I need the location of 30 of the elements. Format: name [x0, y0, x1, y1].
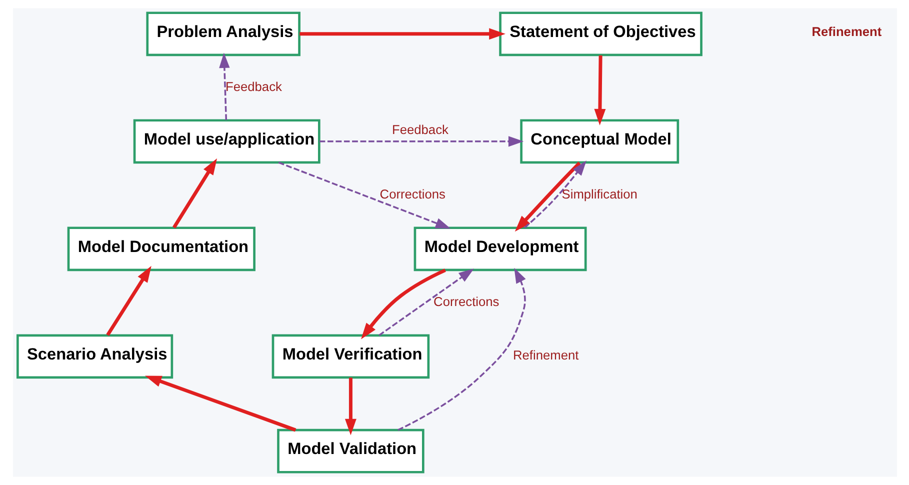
- arrow: [318, 136, 524, 147]
- arrow: [106, 266, 151, 336]
- arrow: [144, 376, 296, 432]
- node-box: Model Documentation: [66, 226, 255, 272]
- node-box: Conceptual Model: [520, 119, 679, 164]
- arrow: [378, 268, 474, 336]
- edge-label: Corrections: [433, 294, 499, 309]
- node-box: Model Verification: [271, 334, 430, 379]
- arrow: [594, 55, 606, 126]
- edge-label: Simplification: [561, 186, 637, 202]
- arrow: [360, 268, 446, 340]
- edge-label: Corrections: [379, 186, 445, 202]
- arrow: [172, 158, 217, 228]
- node-box: Model use/application: [132, 119, 320, 164]
- arrow: [299, 28, 505, 40]
- edge-label: Feedback: [225, 78, 282, 94]
- edge-label: Refinement: [512, 348, 578, 363]
- node-box: Scenario Analysis: [16, 334, 173, 379]
- arrow: [524, 160, 586, 228]
- arrow: [397, 268, 526, 431]
- node-box: Model Validation: [276, 428, 424, 474]
- node-box: Model Development: [413, 226, 586, 272]
- arrow: [514, 162, 580, 232]
- arrow: [278, 162, 450, 229]
- label: Refinement: [811, 24, 882, 40]
- arrow: [344, 378, 356, 436]
- node-box: Statement of Objectives: [498, 12, 702, 56]
- node-box: Problem Analysis: [146, 12, 300, 56]
- edge-label: Feedback: [392, 122, 448, 138]
- arrow: [218, 52, 230, 120]
